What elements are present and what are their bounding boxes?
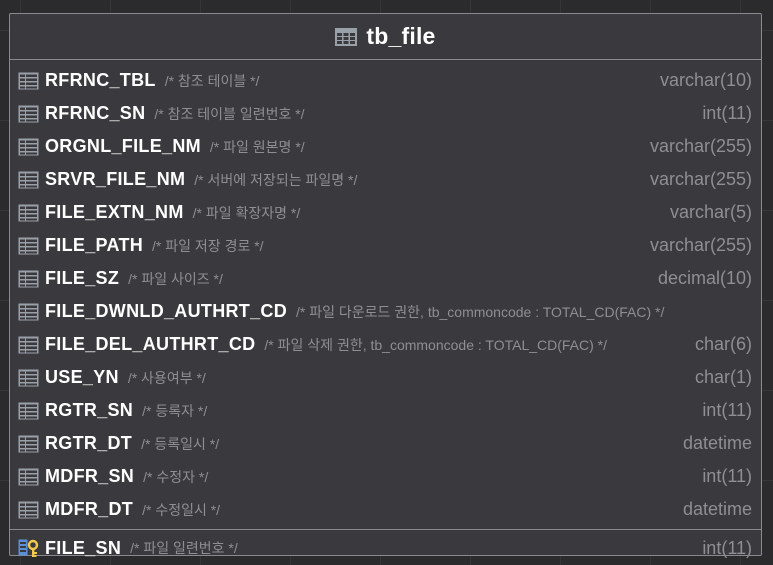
column-type: int(11) — [702, 400, 752, 420]
table-icon — [335, 27, 358, 46]
column-icon — [18, 237, 40, 255]
column-name: FILE_DWNLD_AUTHRT_CD — [45, 301, 287, 321]
column-comment: /* 등록자 */ — [142, 402, 208, 419]
column-name: MDFR_SN — [45, 466, 135, 486]
column-comment: /* 수정자 */ — [143, 468, 209, 485]
column-row[interactable]: FILE_DWNLD_AUTHRT_CD /* 파일 다운로드 권한, tb_co… — [10, 295, 761, 328]
column-comment: /* 파일 다운로드 권한, tb_commoncode : TOTAL_CD(… — [296, 303, 665, 320]
column-row[interactable]: FILE_EXTN_NM /* 파일 확장자명 */ varchar(5) — [10, 196, 761, 229]
column-icon — [18, 336, 40, 354]
entity-tb-file[interactable]: tb_file RFRNC_TBL /* 참조 테이블 */ varchar(10)… — [9, 13, 762, 558]
column-name: FILE_EXTN_NM — [45, 202, 184, 222]
column-name: RGTR_DT — [45, 433, 133, 453]
column-type: varchar(5) — [669, 202, 752, 222]
column-type: varchar(255) — [649, 169, 752, 189]
entity-header[interactable]: tb_file — [10, 14, 761, 60]
column-type: int(11) — [702, 538, 752, 558]
column-row[interactable]: SRVR_FILE_NM /* 서버에 저장되는 파일명 */ varchar(25… — [10, 163, 761, 196]
column-name: FILE_SN — [45, 537, 122, 558]
column-row[interactable]: MDFR_SN /* 수정자 */ int(11) — [10, 460, 761, 493]
column-row[interactable]: FILE_DEL_AUTHRT_CD /* 파일 삭제 권한, tb_common… — [10, 328, 761, 361]
column-row[interactable]: MDFR_DT /* 수정일시 */ datetime — [10, 493, 761, 526]
column-list: RFRNC_TBL /* 참조 테이블 */ varchar(10) RFRNC_SN… — [10, 60, 761, 526]
column-type: varchar(255) — [649, 136, 752, 156]
column-comment: /* 파일 원본명 */ — [209, 138, 305, 155]
column-icon — [18, 270, 40, 288]
column-comment: /* 참조 테이블 일련번호 */ — [154, 105, 305, 122]
entity-title: tb_file — [366, 23, 436, 49]
column-comment: /* 파일 삭제 권한, tb_commoncode : TOTAL_CD(FA… — [264, 336, 608, 353]
column-icon — [18, 138, 40, 156]
column-row[interactable]: ORGNL_FILE_NM /* 파일 원본명 */ varchar(255) — [10, 130, 761, 163]
column-type: varchar(255) — [649, 235, 752, 255]
column-comment: /* 등록일시 */ — [141, 435, 220, 452]
column-row[interactable]: RFRNC_SN /* 참조 테이블 일련번호 */ int(11) — [10, 97, 761, 130]
primary-key-row[interactable]: FILE_SN /* 파일 일련번호 */ int(11) — [10, 530, 761, 565]
column-name: RFRNC_TBL — [45, 70, 156, 90]
column-type: datetime — [682, 433, 752, 453]
column-icon — [18, 369, 40, 387]
column-icon — [18, 72, 40, 90]
column-icon — [18, 171, 40, 189]
column-row[interactable]: RGTR_SN /* 등록자 */ int(11) — [10, 394, 761, 427]
column-type: int(11) — [702, 466, 752, 486]
column-row[interactable]: FILE_PATH /* 파일 저장 경로 */ varchar(255) — [10, 229, 761, 262]
column-icon — [18, 468, 40, 486]
column-type: char(1) — [694, 367, 752, 387]
primary-key-divider — [10, 529, 761, 530]
column-name: SRVR_FILE_NM — [45, 169, 186, 189]
column-name: FILE_PATH — [45, 235, 144, 255]
column-comment: /* 파일 일련번호 */ — [130, 540, 238, 556]
column-icon — [18, 105, 40, 123]
column-name: USE_YN — [45, 367, 119, 387]
column-comment: /* 참조 테이블 */ — [164, 72, 260, 89]
column-row[interactable]: FILE_SZ /* 파일 사이즈 */ decimal(10) — [10, 262, 761, 295]
column-name: RGTR_SN — [45, 400, 134, 420]
column-comment: /* 파일 사이즈 */ — [128, 270, 223, 287]
column-comment: /* 파일 확장자명 */ — [192, 204, 301, 221]
column-type: varchar(10) — [659, 70, 752, 90]
column-type: int(11) — [702, 103, 752, 123]
column-row[interactable]: USE_YN /* 사용여부 */ char(1) — [10, 361, 761, 394]
column-comment: /* 수정일시 */ — [142, 501, 221, 518]
column-row[interactable]: RGTR_DT /* 등록일시 */ datetime — [10, 427, 761, 460]
column-name: RFRNC_SN — [45, 103, 146, 123]
column-name: MDFR_DT — [45, 499, 134, 519]
column-type: decimal(10) — [657, 268, 752, 288]
column-icon — [18, 303, 40, 321]
column-comment: /* 서버에 저장되는 파일명 */ — [194, 171, 358, 188]
column-type: char(6) — [694, 334, 752, 354]
column-comment: /* 파일 저장 경로 */ — [152, 237, 264, 254]
column-comment: /* 사용여부 */ — [127, 369, 206, 386]
column-icon — [18, 204, 40, 222]
column-icon — [18, 402, 40, 420]
column-type: datetime — [682, 499, 752, 519]
primary-key-icon — [18, 538, 40, 558]
column-row[interactable]: RFRNC_TBL /* 참조 테이블 */ varchar(10) — [10, 64, 761, 97]
column-icon — [18, 435, 40, 453]
column-name: FILE_DEL_AUTHRT_CD — [45, 334, 256, 354]
column-name: ORGNL_FILE_NM — [45, 136, 201, 156]
column-icon — [18, 501, 40, 519]
column-name: FILE_SZ — [45, 268, 120, 288]
